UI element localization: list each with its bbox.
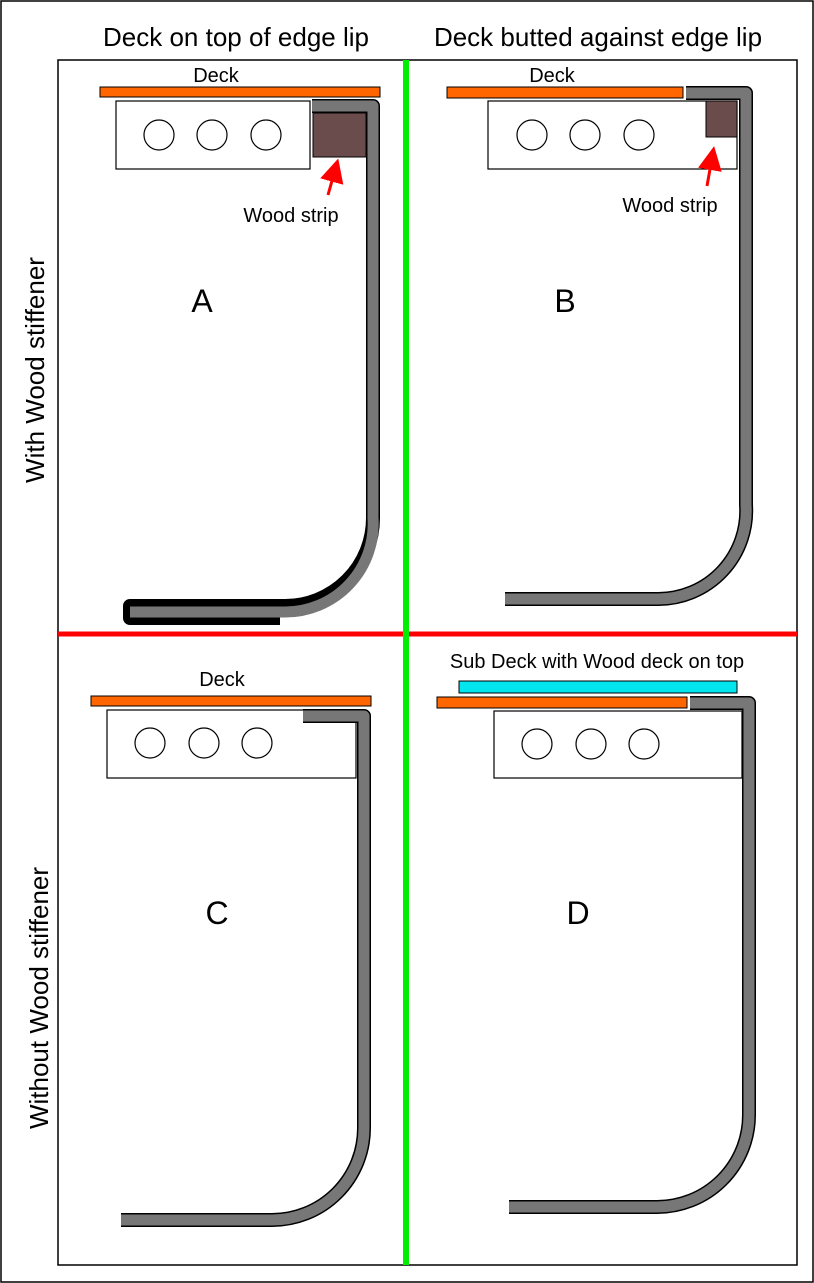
panel-letter: A — [191, 283, 213, 319]
edge-lip-channel-fill — [505, 87, 752, 605]
panel-letter: D — [566, 895, 589, 931]
hole — [628, 728, 660, 760]
edge-lip-channel — [123, 99, 380, 625]
panel-letter: B — [554, 283, 575, 319]
column-header-right: Deck butted against edge lip — [434, 22, 762, 52]
hole — [575, 728, 607, 760]
wood-strip-arrow — [320, 158, 344, 196]
hole — [196, 119, 228, 151]
edge-lip-channel — [121, 709, 371, 1227]
column-header-left: Deck on top of edge lip — [103, 22, 369, 52]
hole — [521, 728, 553, 760]
hole — [134, 727, 166, 759]
edge-lip-channel-fill — [121, 710, 370, 1226]
wood-strip-arrow — [698, 146, 722, 187]
wood-strip-label: Wood strip — [243, 205, 338, 227]
deck-board — [436, 696, 688, 709]
panel-b: Deck Wood strip B — [446, 65, 754, 607]
hole — [241, 727, 273, 759]
hole — [569, 119, 601, 151]
panel-a: Deck Wood strip A — [99, 65, 381, 625]
row-header-bottom: Without Wood stiffener — [24, 867, 54, 1129]
deck-label: Deck — [193, 65, 240, 87]
sub-deck-label: Sub Deck with Wood deck on top — [450, 651, 744, 673]
hole — [516, 119, 548, 151]
deck-board — [99, 86, 381, 98]
deck-board — [446, 86, 684, 99]
wood-strip — [705, 100, 738, 138]
wood-strip-label: Wood strip — [622, 195, 717, 217]
panel-letter: C — [205, 895, 228, 931]
panel-c: Deck C — [90, 669, 372, 1227]
deck-label: Deck — [529, 65, 576, 87]
hole — [143, 119, 175, 151]
panel-d: Sub Deck with Wood deck on top D — [436, 651, 756, 1214]
deck-label: Deck — [199, 669, 246, 691]
hole — [250, 119, 282, 151]
edge-lip-channel-fill — [130, 100, 379, 618]
hole — [188, 727, 220, 759]
wood-strip — [312, 112, 367, 158]
hole — [623, 119, 655, 151]
sub-deck-board — [458, 680, 738, 694]
row-header-top: With Wood stiffener — [20, 257, 50, 483]
panel-frame — [57, 59, 798, 1266]
edge-lip-channel-fill — [509, 697, 755, 1213]
deck-board — [90, 695, 372, 707]
